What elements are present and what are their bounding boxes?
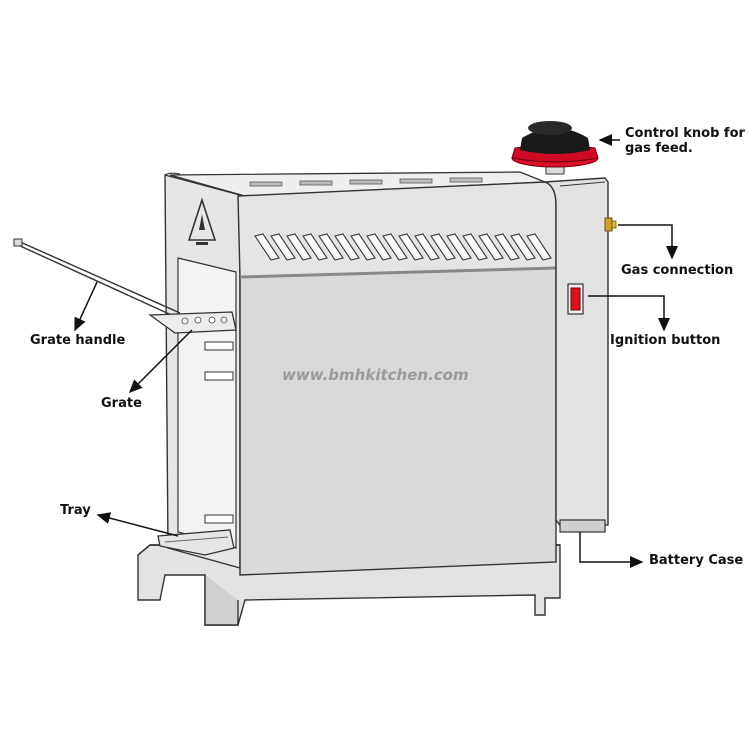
grate-assembly[interactable] xyxy=(13,238,237,334)
vent-slot xyxy=(302,233,328,261)
front-panel xyxy=(239,266,557,576)
ignition-button[interactable] xyxy=(567,283,584,315)
vent-slot xyxy=(366,233,392,261)
watermark: www.bmhkitchen.com xyxy=(282,366,469,384)
control-box xyxy=(544,177,609,533)
left-side-panel xyxy=(164,172,241,569)
control-knob-label-line1: Control knob for xyxy=(625,126,745,141)
vent-slot xyxy=(478,233,504,261)
vent-slot xyxy=(414,233,440,261)
ignition-button-label: Ignition button xyxy=(610,333,721,348)
vent-slot xyxy=(350,233,376,261)
vent-slot xyxy=(334,233,360,261)
vent-slot xyxy=(430,233,456,261)
vent-slot xyxy=(382,233,408,261)
tray-label: Tray xyxy=(60,503,91,518)
control-knob-label: Control knob for gas feed. xyxy=(625,126,745,156)
vent-slot xyxy=(270,233,296,261)
vent-slot xyxy=(398,233,424,261)
top-cover xyxy=(169,171,557,278)
grate-handle-label: Grate handle xyxy=(30,333,126,348)
vent-slot xyxy=(526,233,552,261)
vent-slot xyxy=(462,233,488,261)
grate-label: Grate xyxy=(101,396,142,411)
callout-lines xyxy=(74,134,678,568)
vent-slot xyxy=(286,233,312,261)
vent-slot xyxy=(510,233,536,261)
battery-case-label: Battery Case xyxy=(649,553,744,568)
gas-connection-label: Gas connection xyxy=(621,263,734,278)
warning-triangle-icon xyxy=(187,197,217,245)
vent-slot xyxy=(318,233,344,261)
control-knob-label-line2: gas feed. xyxy=(625,141,693,156)
vent-slot xyxy=(254,233,280,261)
vent-slot xyxy=(494,233,520,261)
vent-slot xyxy=(446,233,472,261)
battery-case xyxy=(559,519,606,533)
control-knob[interactable] xyxy=(511,121,599,175)
gas-connection-fitting xyxy=(604,217,617,232)
